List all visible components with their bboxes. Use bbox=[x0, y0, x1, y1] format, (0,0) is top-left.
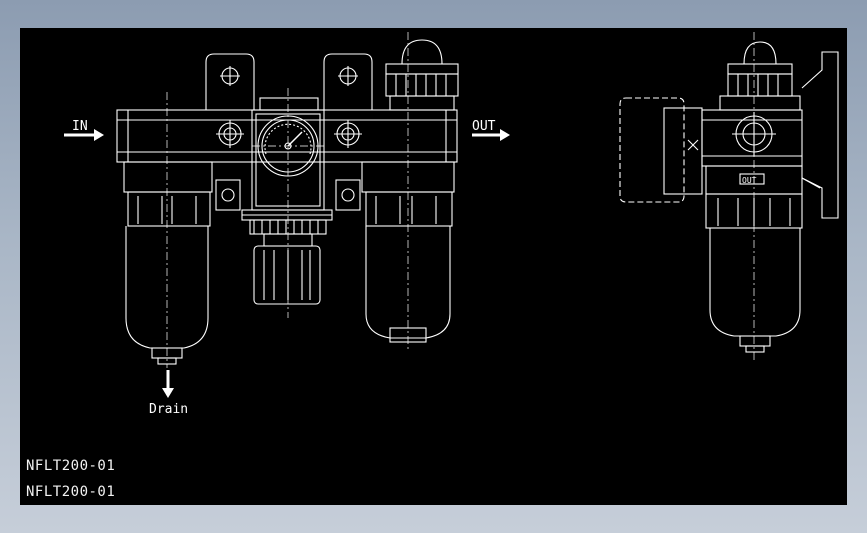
outlet-label: OUT bbox=[472, 119, 496, 134]
part-number-1: NFLT200-01 bbox=[26, 458, 116, 474]
side-view: OUT bbox=[619, 32, 839, 360]
drain-label: Drain bbox=[149, 402, 188, 417]
regulator bbox=[241, 88, 333, 318]
bracket-left bbox=[205, 53, 255, 211]
front-view: IN OUT Drain bbox=[64, 32, 510, 417]
frl-drawing: IN OUT Drain bbox=[64, 32, 839, 417]
inlet-arrow bbox=[64, 129, 104, 141]
lubricator-right bbox=[361, 32, 459, 352]
drain-arrow bbox=[162, 370, 174, 398]
bracket-right bbox=[323, 53, 373, 211]
part-number-2: NFLT200-01 bbox=[26, 484, 116, 500]
filter-left bbox=[123, 92, 213, 368]
side-out-mark: OUT bbox=[742, 176, 757, 185]
drawing-canvas: IN OUT Drain bbox=[20, 28, 847, 505]
outlet-arrow bbox=[472, 129, 510, 141]
inlet-label: IN bbox=[72, 119, 88, 134]
